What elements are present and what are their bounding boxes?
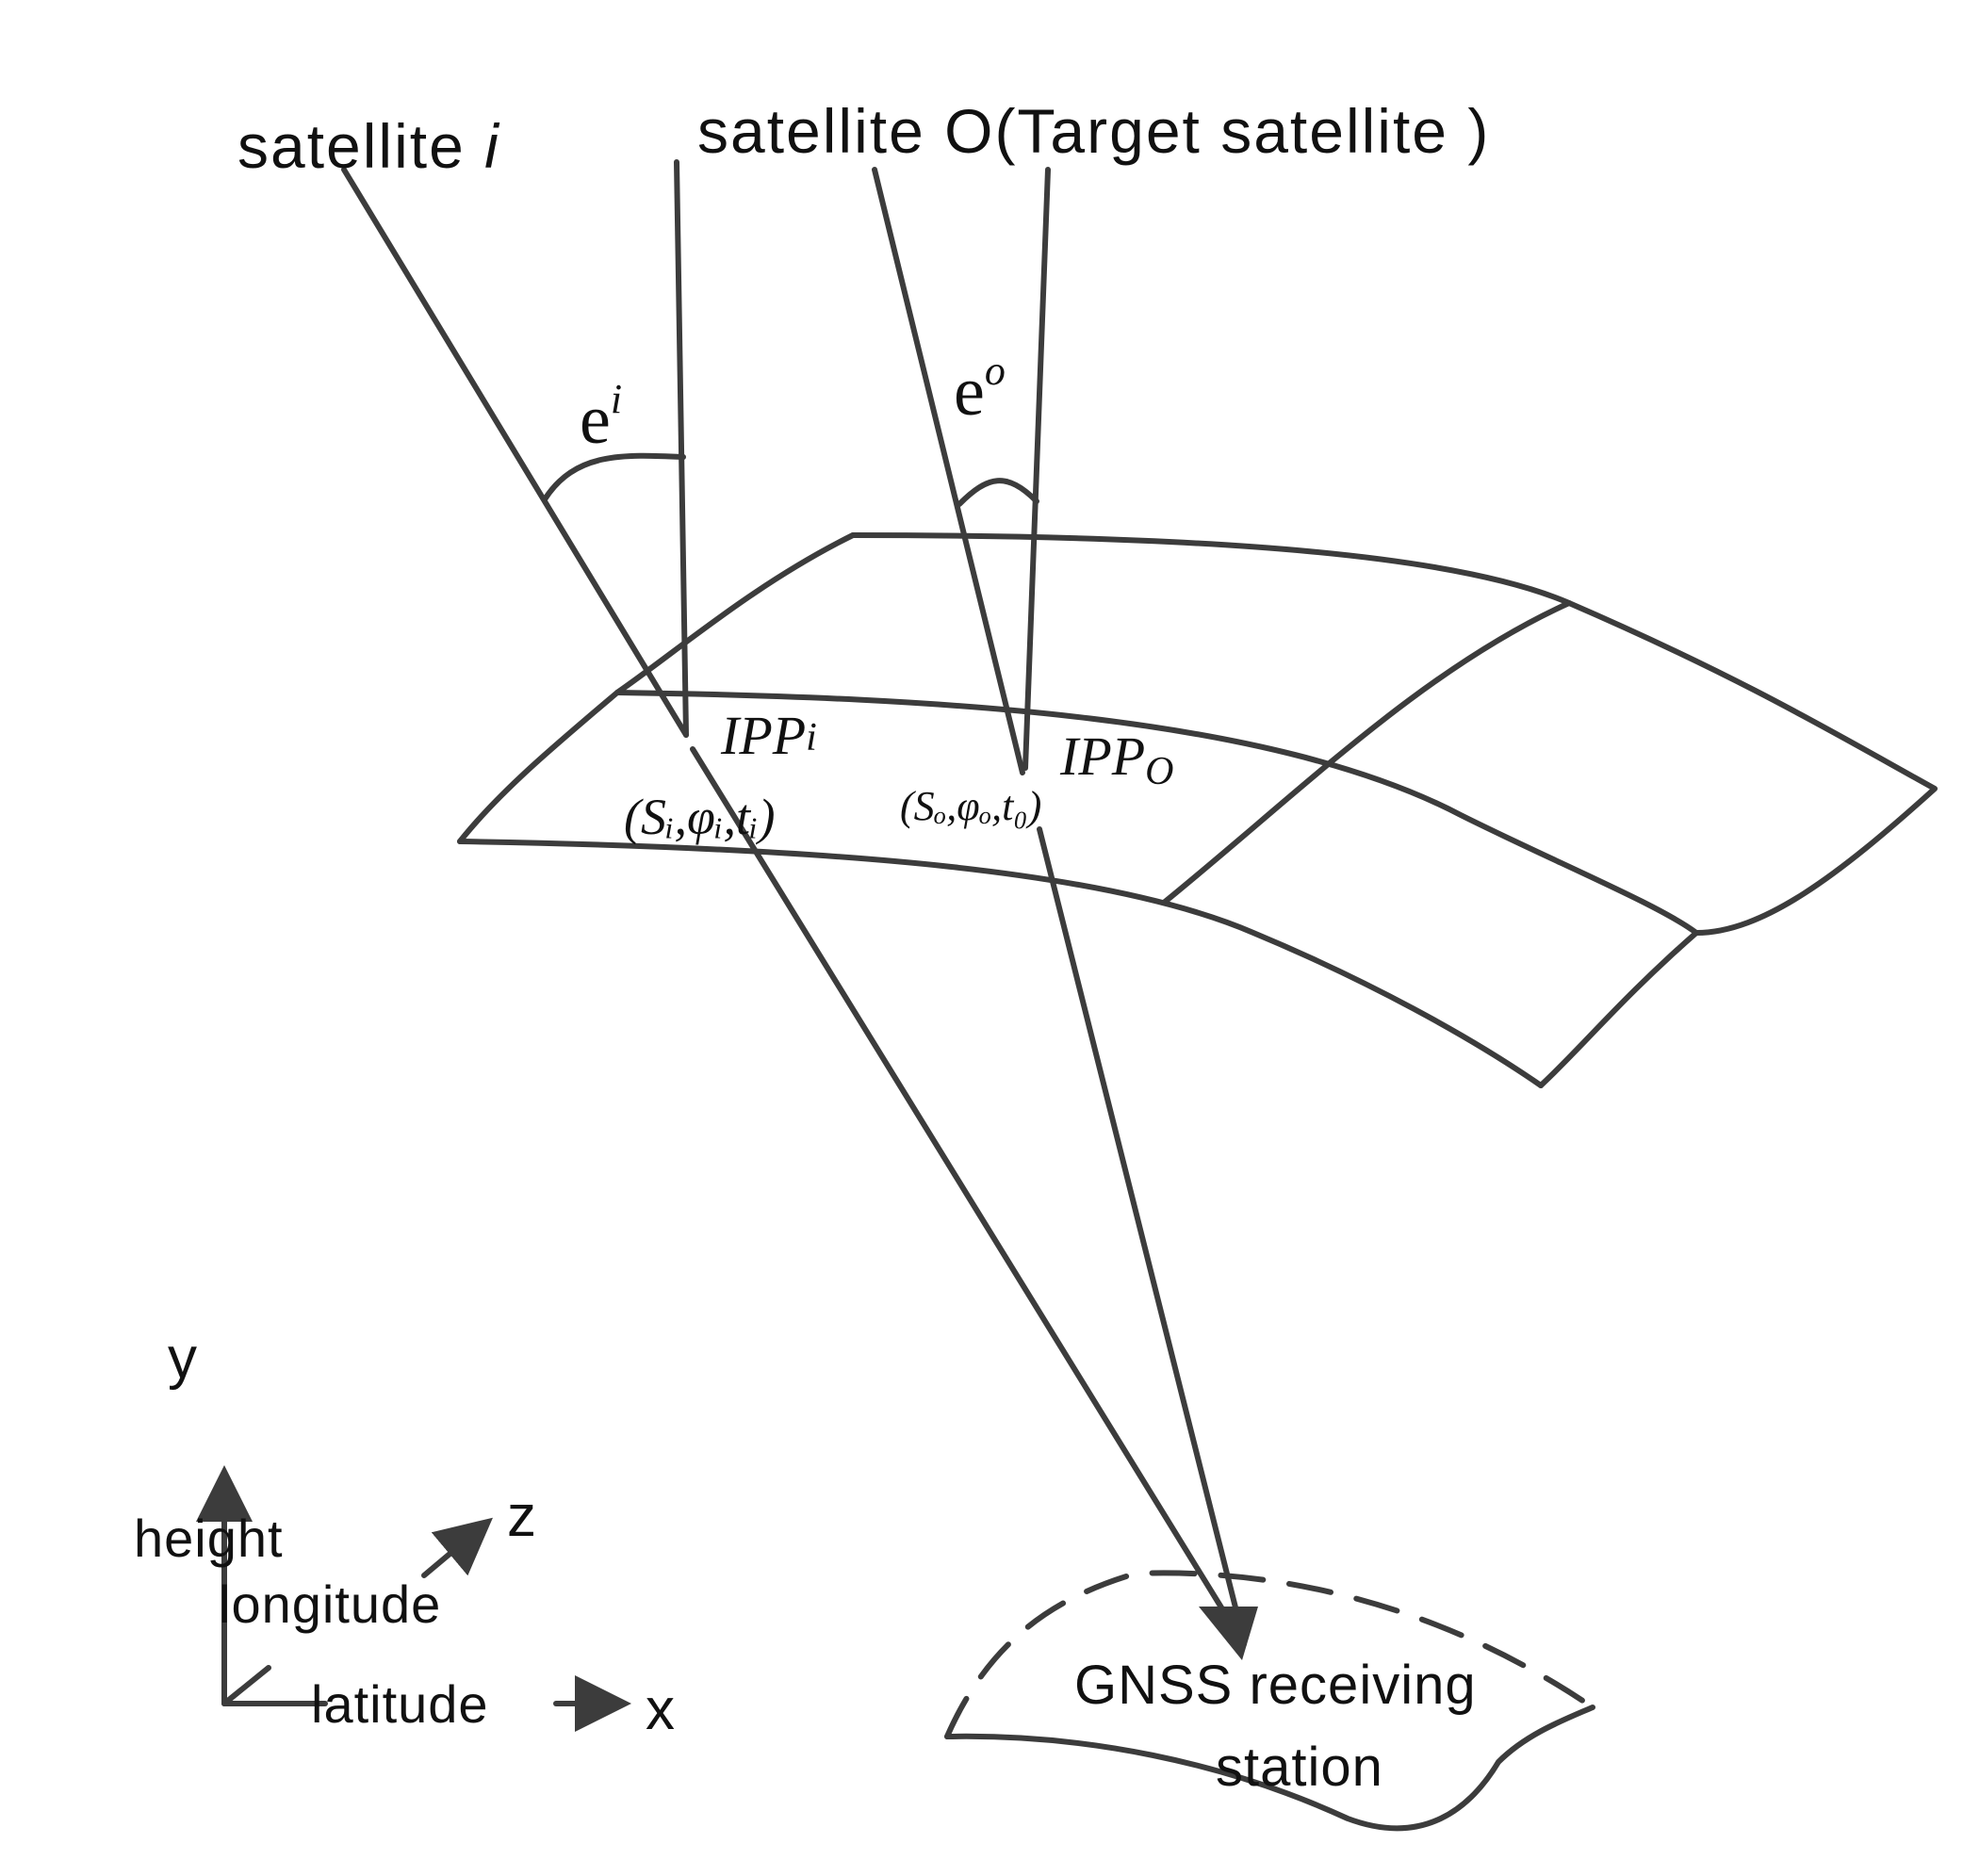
station-label-line1: GNSS receiving — [1074, 1655, 1477, 1716]
satellite-i-geometry — [341, 159, 1247, 1647]
shell-back-edge — [850, 532, 1572, 606]
height-label: height — [134, 1509, 284, 1568]
station-dashed-top — [944, 1570, 1595, 1739]
receiving-station-patch — [944, 1570, 1595, 1832]
ipp-i-label: IPPi — [720, 705, 817, 766]
satellite-o-ray-upper — [872, 167, 1025, 775]
latitude-label: latitude — [311, 1674, 489, 1734]
elevation-angle-i: ei — [580, 376, 622, 459]
satellite-o-vertical — [1022, 167, 1051, 771]
satellite-i-label: satellite i — [237, 111, 500, 181]
ionosphere-shell — [457, 532, 1938, 1088]
z-axis-upper — [421, 1517, 493, 1578]
longitude-label: longitude — [219, 1574, 441, 1634]
elevation-angle-o: eo — [954, 348, 1006, 431]
z-axis-label: z — [507, 1484, 536, 1549]
satellite-i-ray-lower — [690, 746, 1247, 1647]
satellite-o-label: satellite O(Target satellite ) — [697, 96, 1490, 166]
elevation-arc-o — [957, 478, 1039, 507]
ipp-i-coordinates: (Sᵢ,φᵢ,tᵢ) — [624, 789, 775, 845]
station-bottom-edge — [944, 1705, 1595, 1832]
shell-cross-line-1 — [1161, 600, 1572, 905]
y-axis-label: y — [168, 1326, 197, 1391]
receiver-arrowhead — [1199, 1607, 1258, 1660]
z-axis — [221, 1665, 271, 1706]
shell-front-edge — [457, 839, 1544, 1088]
satellite-i-vertical — [674, 159, 689, 738]
ipp-o-label: IPPO — [1059, 726, 1174, 793]
satellite-o-ray-lower — [1037, 826, 1239, 1614]
coordinate-axes — [196, 1465, 631, 1732]
shell-right-edge — [1538, 600, 1938, 1088]
station-label-line2: station — [1216, 1737, 1383, 1798]
ipp-o-coordinates: (Sₒ,φₒ,t₀) — [900, 783, 1041, 829]
satellite-i-ray-upper — [341, 167, 689, 738]
satellite-o-geometry — [872, 167, 1239, 1614]
shell-mid-line — [614, 690, 1699, 936]
elevation-arc-i — [542, 452, 686, 502]
x-axis-label: x — [646, 1677, 675, 1742]
